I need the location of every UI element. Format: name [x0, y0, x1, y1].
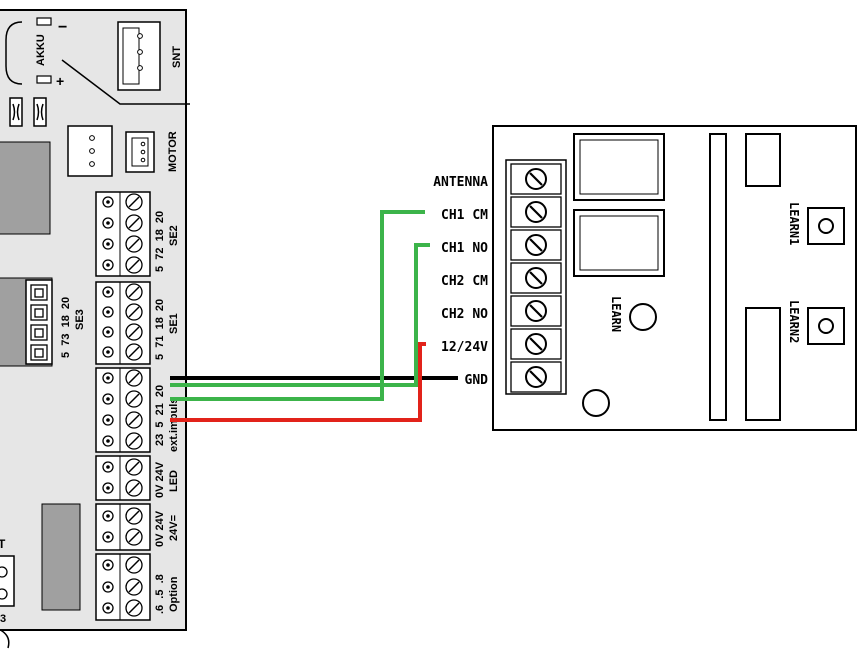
relay-2	[573, 209, 665, 277]
learn-button[interactable]	[629, 303, 657, 331]
terminal-label-antenna: ANTENNA	[433, 175, 488, 190]
receiver-module: ANTENNA CH1 CM CH1 NO CH2 CM CH2 NO 12/2…	[433, 125, 857, 431]
se2-pins: 5 72 18 20	[154, 211, 166, 272]
led-label: LED	[168, 470, 180, 492]
option-label: Option	[168, 576, 180, 612]
snt-label: SNT	[171, 46, 183, 68]
motor-label: MOTOR	[167, 131, 179, 172]
terminal-label-ch1-no: CH1 NO	[441, 241, 488, 256]
ext-impuls-pins: 23 5 21 20	[154, 385, 166, 446]
motor-connector	[125, 131, 155, 173]
akku-plus-clip	[36, 75, 52, 84]
learn1-label: LEARN1	[787, 202, 801, 245]
se3-terminal-block: 5 73 18 20 SE3	[0, 277, 86, 367]
ext-impuls-label: ext.impuls	[168, 398, 180, 452]
wire-red-power	[170, 342, 426, 422]
terminal-label-ch1-cm: CH1 CM	[441, 208, 488, 223]
akku-minus-clip	[36, 17, 52, 26]
edge-label-t: T	[0, 537, 6, 551]
relay-block	[0, 141, 51, 235]
ext-impuls-terminal-block: 23 5 21 20 ext.impuls	[95, 367, 180, 453]
learn2-label: LEARN2	[787, 300, 801, 343]
terminal-label-ch2-no: CH2 NO	[441, 307, 488, 322]
24v-label: 24V=	[168, 515, 180, 541]
status-led	[582, 389, 610, 417]
24v-pins: 0V 24V	[154, 510, 166, 547]
module-slot	[41, 503, 81, 611]
wire-green-ch1-no	[170, 243, 430, 387]
relay-1	[573, 133, 665, 201]
24v-terminal-block: 0V 24V 24V=	[95, 503, 180, 551]
se2-label: SE2	[168, 225, 180, 246]
antenna-strip	[709, 133, 727, 421]
se2-terminal-block: 5 72 18 20 SE2	[95, 191, 180, 277]
akku-bracket	[5, 21, 23, 85]
option-pins: .6 .5 .8	[154, 574, 166, 614]
akku-label: AKKU	[35, 34, 47, 66]
se1-terminal-block: 5 71 18 20 SE1	[95, 281, 180, 365]
led-terminal-block: 0V 24V LED	[95, 455, 180, 501]
se3-pins: 5 73 18 20	[60, 297, 72, 358]
controller-board: − + AKKU SNT MOTOR	[0, 9, 190, 649]
learn-label: LEARN	[609, 296, 623, 332]
se1-pins: 5 71 18 20	[154, 299, 166, 360]
akku-minus: −	[58, 19, 67, 36]
option-terminal-block: .6 .5 .8 Option	[95, 553, 180, 621]
akku-leader-line	[61, 59, 190, 105]
edge-label-3: 3	[0, 613, 6, 625]
fuse-icon	[9, 97, 47, 127]
se1-label: SE1	[168, 313, 180, 334]
crystal-block	[745, 307, 781, 421]
terminal-label-12-24v: 12/24V	[441, 340, 488, 355]
ic-chip	[745, 133, 781, 187]
led-pins: 0V 24V	[154, 461, 166, 498]
terminal-label-gnd: GND	[465, 373, 489, 388]
se3-label: SE3	[74, 309, 86, 330]
wires	[170, 210, 458, 422]
akku-plus: +	[56, 73, 64, 89]
terminal-label-ch2-cm: CH2 CM	[441, 274, 488, 289]
wire-green-ch1-cm	[170, 210, 425, 401]
